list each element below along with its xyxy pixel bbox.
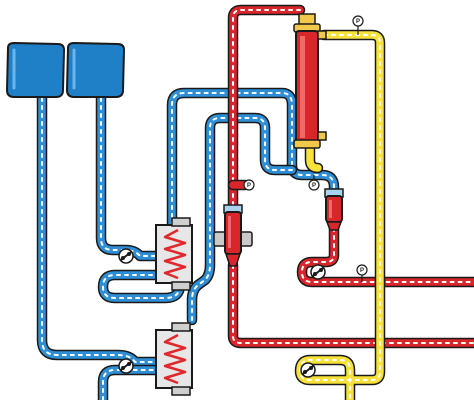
gauge-label: P (312, 183, 316, 189)
blue-line-bag1-dash (41, 97, 161, 363)
heater-lower (155, 322, 193, 396)
roller-pump-lower-blue (118, 358, 134, 374)
red-line-bottom (227, 259, 474, 349)
red-tubing (227, 4, 474, 349)
gauge-label: P (360, 268, 364, 274)
pressure-gauge-red: P (356, 264, 368, 282)
roller-pump-upper-blue (118, 248, 134, 264)
blue-tubing (36, 87, 340, 400)
venous-drip-chamber (213, 204, 253, 267)
arterial-drip-chamber (324, 188, 344, 231)
roller-pump-yellow (300, 362, 316, 378)
pressure-gauge-blue: P (308, 175, 320, 191)
gauge-label: P (247, 183, 251, 189)
gauge-label: P (356, 19, 360, 25)
blue-line-bag2 (95, 92, 166, 262)
roller-pump-red (310, 264, 326, 280)
blue-line-outlet (97, 364, 166, 400)
red-line-pump-loop (296, 222, 474, 288)
heater-coil-upper (163, 228, 187, 280)
fluid-bag-right (65, 41, 126, 98)
pressure-gauge-yellow: P (352, 15, 364, 35)
heater-upper (155, 217, 193, 291)
yellow-tubing (294, 29, 386, 400)
pressure-gauge-venous: P (243, 179, 255, 191)
dialyzer-filter (293, 13, 327, 149)
fluid-bag-left (5, 41, 66, 98)
heater-coil-lower (163, 333, 187, 385)
